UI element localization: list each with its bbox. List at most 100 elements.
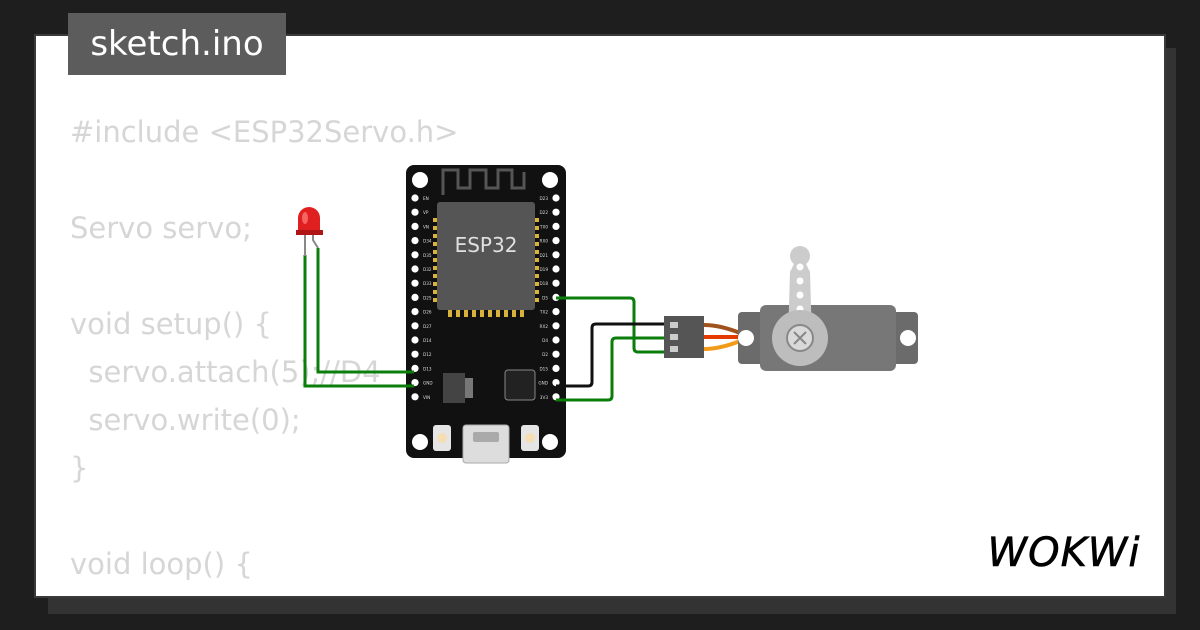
right-pin-label: TX2 xyxy=(539,310,548,315)
wire-led-cathode[interactable] xyxy=(303,255,414,388)
led-highlight xyxy=(302,212,308,224)
horn-hole xyxy=(796,277,804,285)
code-line: servo.write(0); xyxy=(70,403,301,437)
esp32-board[interactable]: ESP32 ENVPVND34D35D32D33D25D26D27D14D12D… xyxy=(406,165,566,464)
left-pin-hole[interactable] xyxy=(411,393,419,401)
left-pin-label: GND xyxy=(423,381,433,386)
right-pin-label: D5 xyxy=(542,295,548,300)
esp32-module xyxy=(437,202,535,310)
left-pin-hole[interactable] xyxy=(411,364,419,372)
right-pin-hole[interactable] xyxy=(552,350,560,358)
left-pin-hole[interactable] xyxy=(411,336,419,344)
module-pad xyxy=(433,218,437,222)
right-pin-hole[interactable] xyxy=(552,237,560,245)
usb-port xyxy=(462,424,510,464)
module-pad xyxy=(535,226,539,230)
left-pin-hole[interactable] xyxy=(411,350,419,358)
right-pin-hole[interactable] xyxy=(552,208,560,216)
servo-horn-tip xyxy=(790,246,810,266)
reset-button-cap xyxy=(525,433,535,443)
right-pin-label: D21 xyxy=(539,253,548,258)
right-pin-hole[interactable] xyxy=(552,379,560,387)
right-pin-hole[interactable] xyxy=(552,222,560,230)
right-pin-label: TX0 xyxy=(539,224,548,229)
code-line: } xyxy=(70,451,89,485)
module-pad xyxy=(535,218,539,222)
led-lens xyxy=(298,207,320,232)
module-pad xyxy=(433,226,437,230)
wire-servo-ground[interactable] xyxy=(556,322,668,388)
left-pin-label: VIN xyxy=(423,395,430,400)
module-label: ESP32 xyxy=(455,233,518,257)
servo-mount-hole xyxy=(738,330,754,346)
project-card[interactable]: #include <ESP32Servo.h> Servo servo; voi… xyxy=(34,34,1166,598)
module-pad xyxy=(472,310,476,317)
module-pad xyxy=(433,250,437,254)
led-rim xyxy=(296,230,323,235)
right-pin-hole[interactable] xyxy=(552,364,560,372)
sketch-filename-tab[interactable]: sketch.ino xyxy=(68,13,286,75)
left-pin-label: D12 xyxy=(423,352,432,357)
left-pin-label: D27 xyxy=(423,324,432,329)
module-pad xyxy=(535,250,539,254)
left-pin-hole[interactable] xyxy=(411,265,419,273)
right-pin-hole[interactable] xyxy=(552,194,560,202)
left-pin-label: D14 xyxy=(423,338,432,343)
servo-screw-icon xyxy=(793,331,807,345)
right-pin-hole[interactable] xyxy=(552,322,560,330)
antenna-trace xyxy=(441,168,526,195)
left-pin-hole[interactable] xyxy=(411,308,419,316)
connector-pin xyxy=(670,334,678,340)
servo-motor[interactable] xyxy=(664,246,918,371)
right-pin-hole[interactable] xyxy=(552,251,560,259)
right-pin-hole[interactable] xyxy=(552,265,560,273)
right-pin-hole[interactable] xyxy=(552,279,560,287)
right-pin-label: D4 xyxy=(542,338,548,343)
left-pin-label: D32 xyxy=(423,267,432,272)
module-pad xyxy=(456,310,460,317)
right-pin-label: D18 xyxy=(539,281,548,286)
usb-serial-chip xyxy=(504,369,536,401)
wire-servo-power[interactable] xyxy=(556,336,668,402)
module-pad xyxy=(504,310,508,317)
code-line: #include <ESP32Servo.h> xyxy=(70,115,459,149)
red-led[interactable] xyxy=(296,207,323,256)
wokwi-logo[interactable]: WOKWi xyxy=(976,520,1152,584)
right-pin-label: GND xyxy=(538,381,548,386)
left-pin-hole[interactable] xyxy=(411,379,419,387)
left-pin-label: VN xyxy=(423,224,429,229)
code-line: Servo servo; xyxy=(70,211,252,245)
left-pin-label: D33 xyxy=(423,281,432,286)
usb-port-opening xyxy=(473,432,499,442)
mounting-hole xyxy=(412,172,428,188)
module-pad xyxy=(535,282,539,286)
left-pin-hole[interactable] xyxy=(411,322,419,330)
module-pad xyxy=(520,310,524,317)
left-pin-hole[interactable] xyxy=(411,194,419,202)
wire-led-anode[interactable] xyxy=(316,248,414,374)
left-pin-label: D13 xyxy=(423,366,432,371)
module-pad xyxy=(488,310,492,317)
left-pin-hole[interactable] xyxy=(411,222,419,230)
left-pin-hole[interactable] xyxy=(411,251,419,259)
code-line: servo.write(0); xyxy=(70,595,300,596)
module-pad xyxy=(496,310,500,317)
module-pad xyxy=(535,234,539,238)
code-line: void setup() { xyxy=(70,307,272,341)
module-pad xyxy=(433,290,437,294)
right-pin-hole[interactable] xyxy=(552,308,560,316)
mounting-hole xyxy=(412,434,428,450)
module-pad xyxy=(535,258,539,262)
left-pin-hole[interactable] xyxy=(411,293,419,301)
module-pad xyxy=(535,242,539,246)
left-pin-hole[interactable] xyxy=(411,208,419,216)
logo-text: WOKWi xyxy=(988,530,1141,576)
left-pin-hole[interactable] xyxy=(411,237,419,245)
right-pin-hole[interactable] xyxy=(552,336,560,344)
code-line: void loop() { xyxy=(70,547,253,581)
right-pin-label: RX0 xyxy=(540,239,549,244)
left-pin-hole[interactable] xyxy=(411,279,419,287)
left-pin-label: D26 xyxy=(423,310,432,315)
connector-pin xyxy=(670,322,678,328)
voltage-regulator xyxy=(443,373,465,403)
